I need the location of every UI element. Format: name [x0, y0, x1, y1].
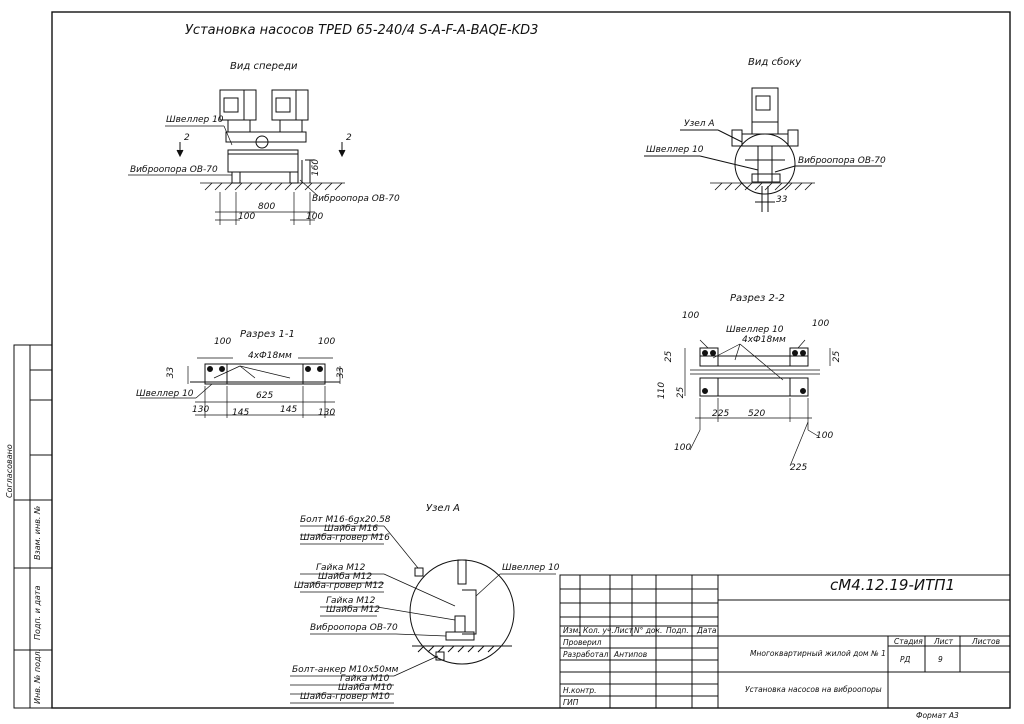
stamp-inv-sub: Взам. инв. № — [33, 505, 42, 560]
section-1-1-title: Разрез 1-1 — [240, 329, 295, 340]
s11-holes-label: 4хФ18мм — [248, 351, 292, 361]
sheet-title: Установка насосов на виброопоры — [745, 685, 882, 694]
side-vibro-label: Виброопора ОВ-70 — [798, 156, 886, 166]
node-part-2: Шайба М16 — [324, 524, 379, 534]
node-part-13: Шайба-гровер М10 — [300, 692, 390, 702]
node-a-title: Узел А — [426, 503, 460, 514]
section-mark-right: 2 — [346, 133, 352, 143]
front-dims — [128, 125, 319, 225]
node-a — [290, 525, 556, 704]
node-part-8: Шайба М12 — [326, 605, 381, 615]
dim-100-s11-left: 100 — [214, 337, 232, 347]
dim-225-bottom: 225 — [790, 463, 808, 473]
sheet-header: Лист — [934, 637, 954, 646]
col-kol: Кол. уч. — [583, 626, 614, 635]
node-part-3: Шайба-гровер М16 — [300, 533, 390, 543]
view-front-title: Вид спереди — [230, 61, 298, 72]
side-stamp-outer — [13, 344, 53, 709]
role-checked: Проверил — [563, 638, 602, 647]
node-part-9: Виброопора ОВ-70 — [310, 623, 398, 633]
front-vibro-label-right: Виброопора ОВ-70 — [312, 194, 400, 204]
drawing-title: Установка насосов TPED 65-240/4 S-A-F-A-… — [185, 23, 539, 38]
s22-channel-label: Швеллер 10 — [726, 325, 784, 335]
stage-value: РД — [900, 655, 911, 664]
col-sign: Подп. — [666, 626, 689, 635]
sheet-value: 9 — [938, 655, 943, 664]
role-developed: Разработал — [563, 650, 609, 659]
section-1-1 — [140, 357, 341, 418]
col-izm: Изм. — [563, 626, 581, 635]
node-part-5: Шайба М12 — [318, 572, 373, 582]
section-arrows — [176, 142, 346, 158]
col-list: Лист — [614, 626, 634, 635]
developer-name: Антипов — [614, 650, 648, 659]
front-ground — [200, 182, 345, 191]
node-part-7: Гайка М12 — [326, 596, 376, 606]
sheets-header: Листов — [972, 637, 1001, 646]
dim-130-left: 130 — [192, 405, 210, 415]
node-part-11: Гайка М10 — [340, 674, 390, 684]
doc-code: сМ4.12.19-ИТП1 — [830, 576, 956, 594]
format-label: Формат А3 — [916, 711, 959, 720]
node-channel-label: Швеллер 10 — [502, 563, 560, 573]
dim-33-s11-right: 33 — [336, 366, 347, 379]
side-channel-label: Швеллер 10 — [646, 145, 704, 155]
dim-145-right: 145 — [280, 405, 298, 415]
front-channel-label: Швеллер 10 — [166, 115, 224, 125]
s22-holes-label: 4хФ18мм — [742, 335, 786, 345]
front-vibro-label-left: Виброопора ОВ-70 — [130, 165, 218, 175]
node-part-10: Болт-анкер М10х50мм — [292, 665, 399, 675]
section-mark-left: 2 — [184, 133, 190, 143]
dim-100-s11-right: 100 — [318, 337, 336, 347]
side-pump — [644, 87, 882, 212]
stage-header: Стадия — [894, 637, 923, 646]
dim-100-s22-bottom-right: 100 — [816, 431, 834, 441]
dim-160: 160 — [311, 158, 322, 177]
dim-100-s22-bottom-left: 100 — [674, 443, 692, 453]
dim-25-s22-low: 25 — [676, 386, 687, 399]
view-side-title: Вид сбоку — [748, 57, 802, 68]
dim-100-s22-top-right: 100 — [812, 319, 830, 329]
stamp-agreed: Согласовано — [5, 444, 14, 498]
dim-800: 800 — [258, 202, 276, 212]
stamp-inv-orig: Инв. № подл. — [33, 648, 42, 704]
project-name: Многоквартирный жилой дом № 1 — [750, 649, 886, 658]
dim-100-s22-top-left: 100 — [682, 311, 700, 321]
dim-110: 110 — [657, 381, 668, 400]
s11-channel-label: Швеллер 10 — [136, 389, 194, 399]
role-gip: ГИП — [563, 698, 579, 707]
side-ground — [710, 182, 815, 191]
stamp-sign-date: Подп. и дата — [33, 585, 42, 641]
dim-520: 520 — [748, 409, 766, 419]
dim-100-front-right: 100 — [306, 212, 324, 222]
role-norm: Н.контр. — [563, 686, 597, 695]
section-2-2 — [684, 339, 831, 467]
dim-625: 625 — [256, 391, 274, 401]
dim-130-right: 130 — [318, 408, 336, 418]
dim-33-s11-left: 33 — [166, 366, 177, 379]
title-block — [559, 574, 1011, 709]
dim-145-left: 145 — [232, 408, 250, 418]
front-pumps — [219, 89, 315, 184]
dim-100-front-left: 100 — [238, 212, 256, 222]
col-date: Дата — [697, 626, 717, 635]
node-part-6: Шайба-гровер М12 — [294, 581, 384, 591]
dim-25-s22-left: 25 — [664, 350, 675, 363]
col-doc: N° док. — [634, 626, 663, 635]
section-2-2-title: Разрез 2-2 — [730, 293, 785, 304]
dim-25-s22-right: 25 — [832, 350, 843, 363]
node-part-4: Гайка М12 — [316, 563, 366, 573]
node-part-12: Шайба М10 — [338, 683, 393, 693]
side-node-ref: Узел А — [684, 119, 715, 129]
node-part-1: Болт М16-6gх20.58 — [300, 515, 391, 525]
dim-33-side: 33 — [776, 195, 788, 205]
dim-225-top: 225 — [712, 409, 730, 419]
